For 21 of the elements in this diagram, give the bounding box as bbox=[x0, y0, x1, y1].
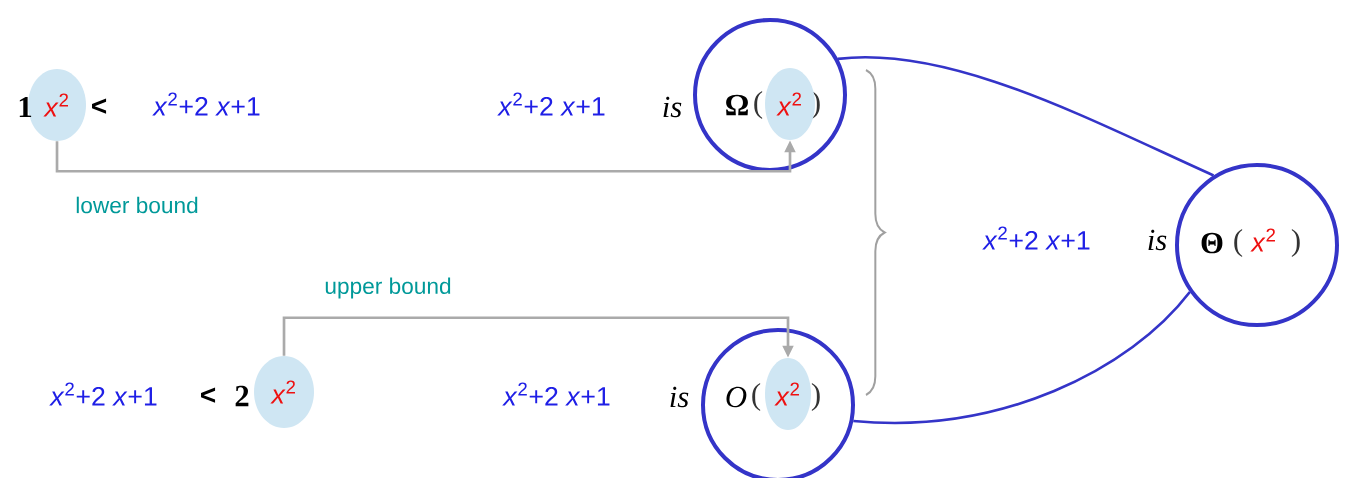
edge-label: upper bound bbox=[323, 276, 453, 300]
parenthesis: ( bbox=[1234, 229, 1243, 257]
math-expression: x$^{2}$+2 x+1 bbox=[982, 226, 1090, 250]
math-word: is bbox=[663, 96, 682, 118]
parenthesis: ) bbox=[811, 383, 820, 411]
math-expression: x$^{2}$+2 x+1 bbox=[152, 92, 260, 116]
math-symbol: Ω bbox=[726, 94, 748, 116]
parenthesis: ) bbox=[1291, 229, 1300, 257]
parenthesis: ( bbox=[754, 91, 763, 119]
math-expression: x$^{2}$+2 x+1 bbox=[502, 382, 610, 406]
math-symbol: Θ bbox=[1201, 232, 1223, 254]
math-symbol: O bbox=[726, 386, 747, 408]
edge-label: lower bound bbox=[73, 195, 201, 215]
math-symbol: < bbox=[201, 387, 216, 403]
connector-curve bbox=[837, 55, 1215, 177]
math-expression: x$^{2}$+2 x+1 bbox=[497, 92, 605, 116]
parenthesis: ( bbox=[752, 383, 761, 411]
math-word: is bbox=[670, 386, 689, 408]
connector-curve bbox=[853, 291, 1191, 425]
math-expression: x$^{2}$+2 x+1 bbox=[49, 382, 157, 406]
math-term: x$^{2}$ bbox=[1250, 228, 1275, 252]
